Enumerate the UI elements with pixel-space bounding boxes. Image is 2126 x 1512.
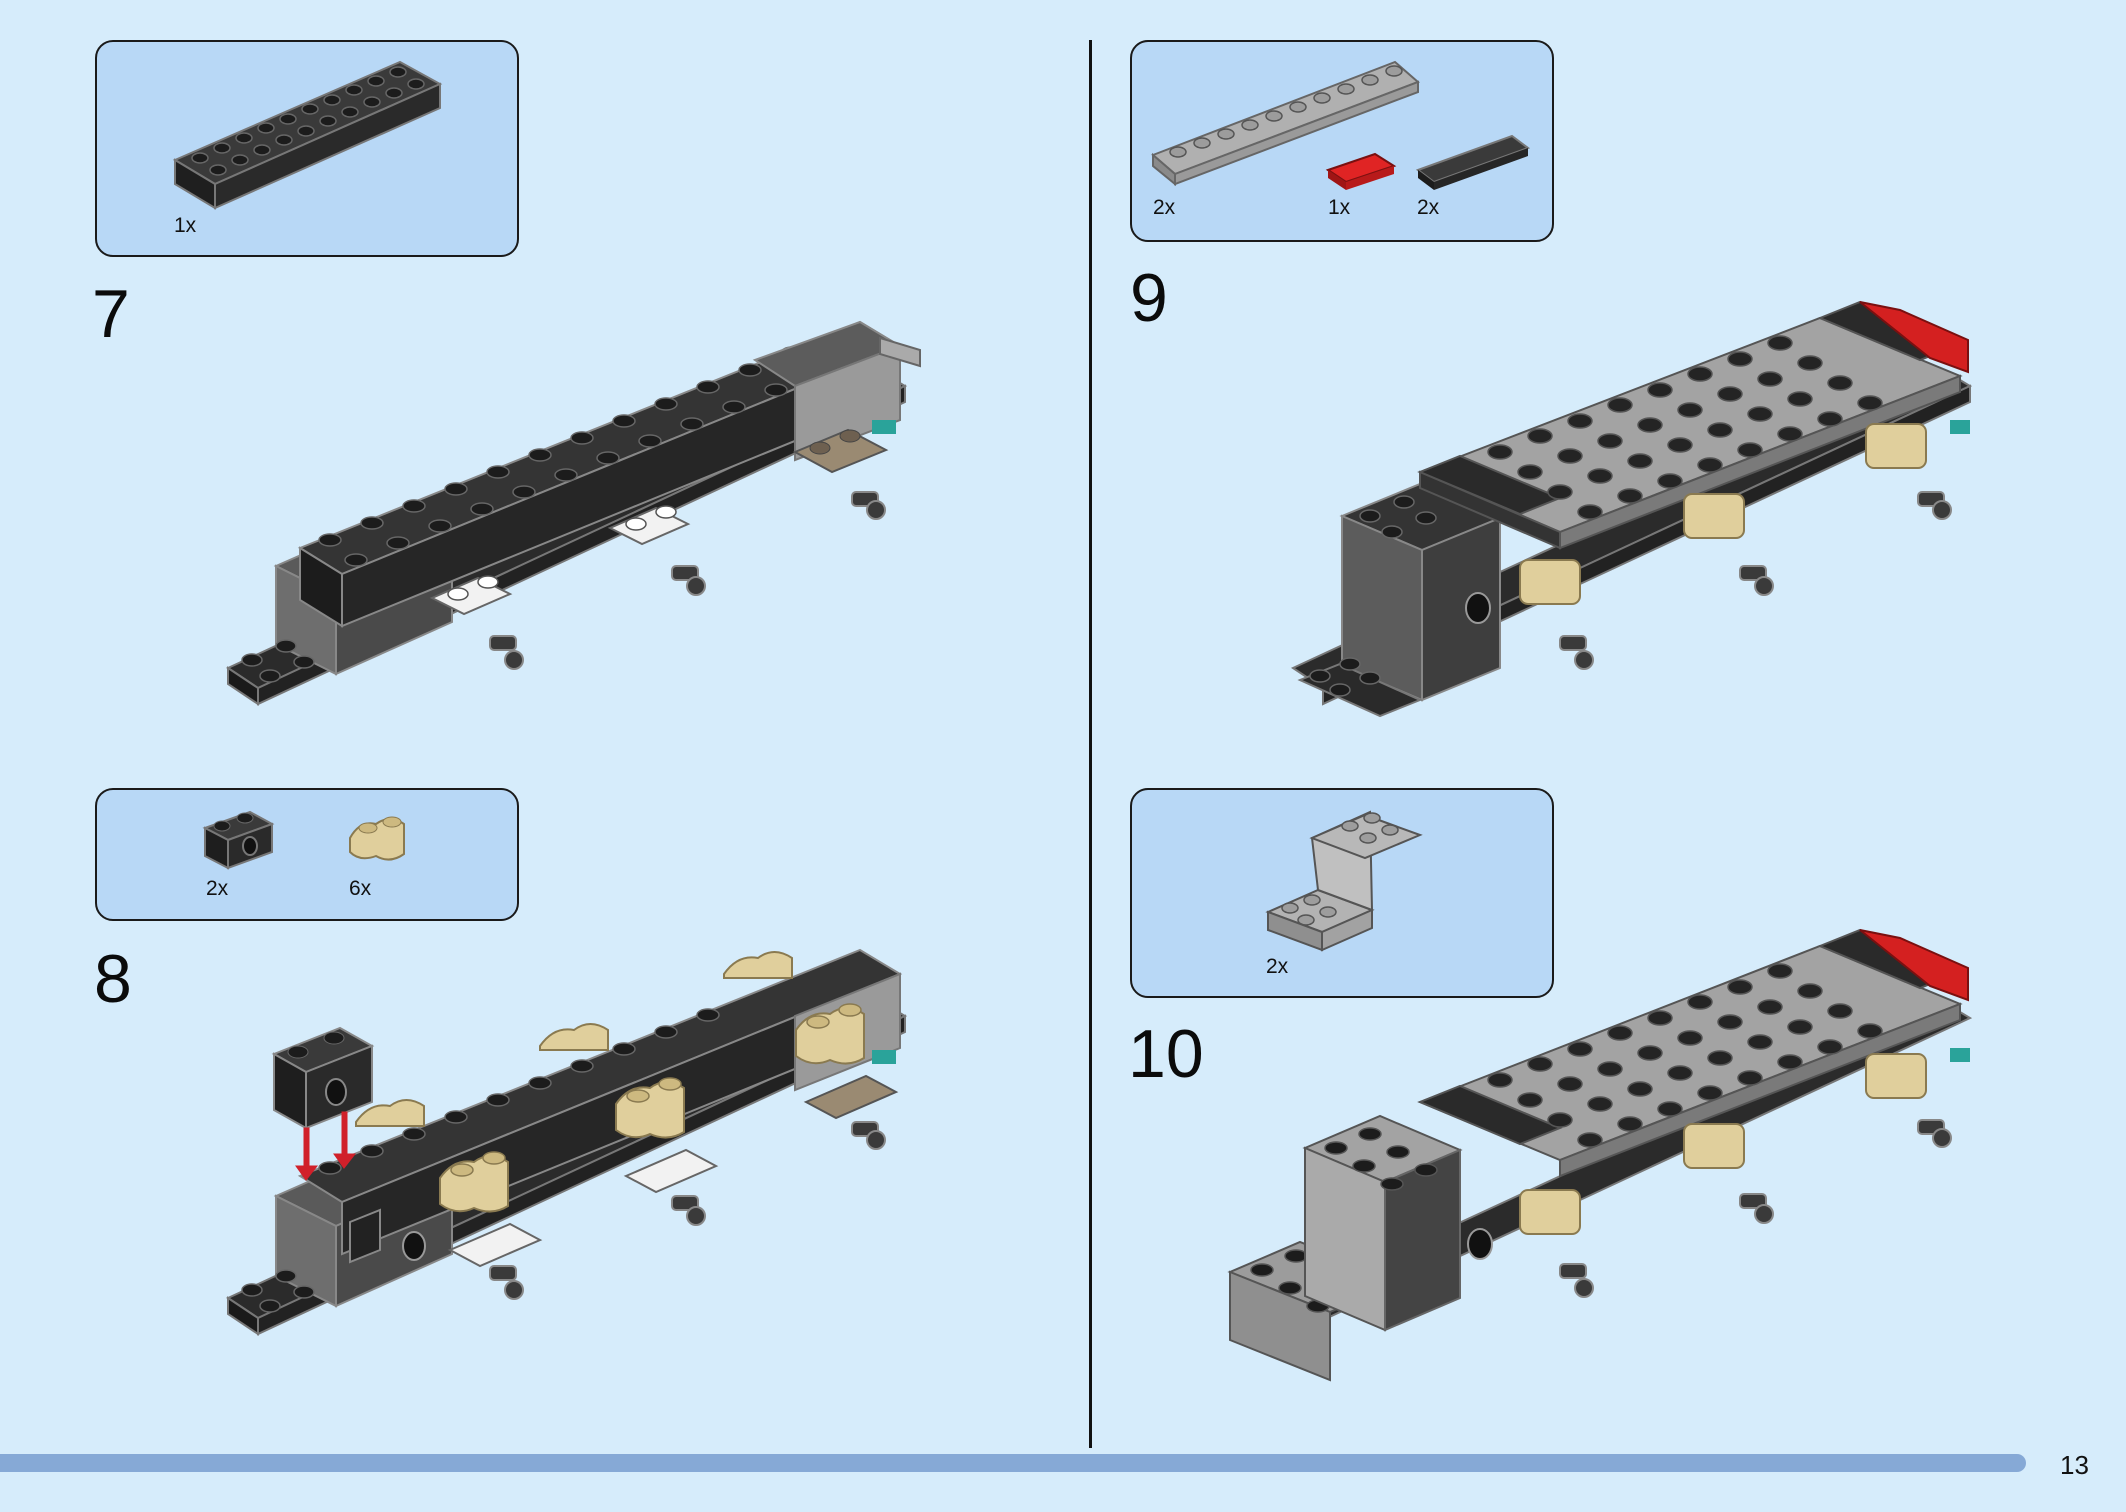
step-8-part-technic-brick — [202, 810, 275, 870]
step-9-part-gray-plate — [1151, 60, 1420, 187]
step-9-part-1-qty: 2x — [1153, 196, 1176, 219]
step-7-part-black-brick — [172, 60, 443, 210]
step-9-model — [1290, 300, 1973, 718]
step-9-part-3-qty: 2x — [1417, 196, 1440, 219]
page-number: 13 — [2060, 1450, 2089, 1480]
step-8-model — [225, 948, 908, 1336]
step-9-part-2-qty: 1x — [1328, 196, 1351, 219]
step-9-part-black-tile — [1415, 134, 1531, 190]
step-8-arrows — [295, 1111, 357, 1181]
step-10-part-1-qty: 2x — [1266, 955, 1289, 978]
step-10-number: 10 — [1128, 1016, 1204, 1092]
step-8-part-2-qty: 6x — [349, 877, 372, 900]
step-8-part-1-qty: 2x — [206, 877, 229, 900]
step-10-model — [1227, 928, 1973, 1382]
step-9-part-red-tile — [1325, 152, 1397, 190]
step-7-number: 7 — [92, 276, 130, 352]
step-8-number: 8 — [94, 941, 132, 1017]
page-divider — [1089, 40, 1092, 1448]
step-7-model — [225, 320, 921, 706]
step-9-number: 9 — [1130, 260, 1168, 336]
step-8-parts-callout — [95, 788, 519, 921]
step-7-part-1-qty: 1x — [174, 214, 197, 237]
step-10-part-bracket — [1265, 810, 1423, 952]
footer-bar — [0, 1454, 2026, 1472]
step-8-part-tan-brick — [349, 816, 405, 861]
